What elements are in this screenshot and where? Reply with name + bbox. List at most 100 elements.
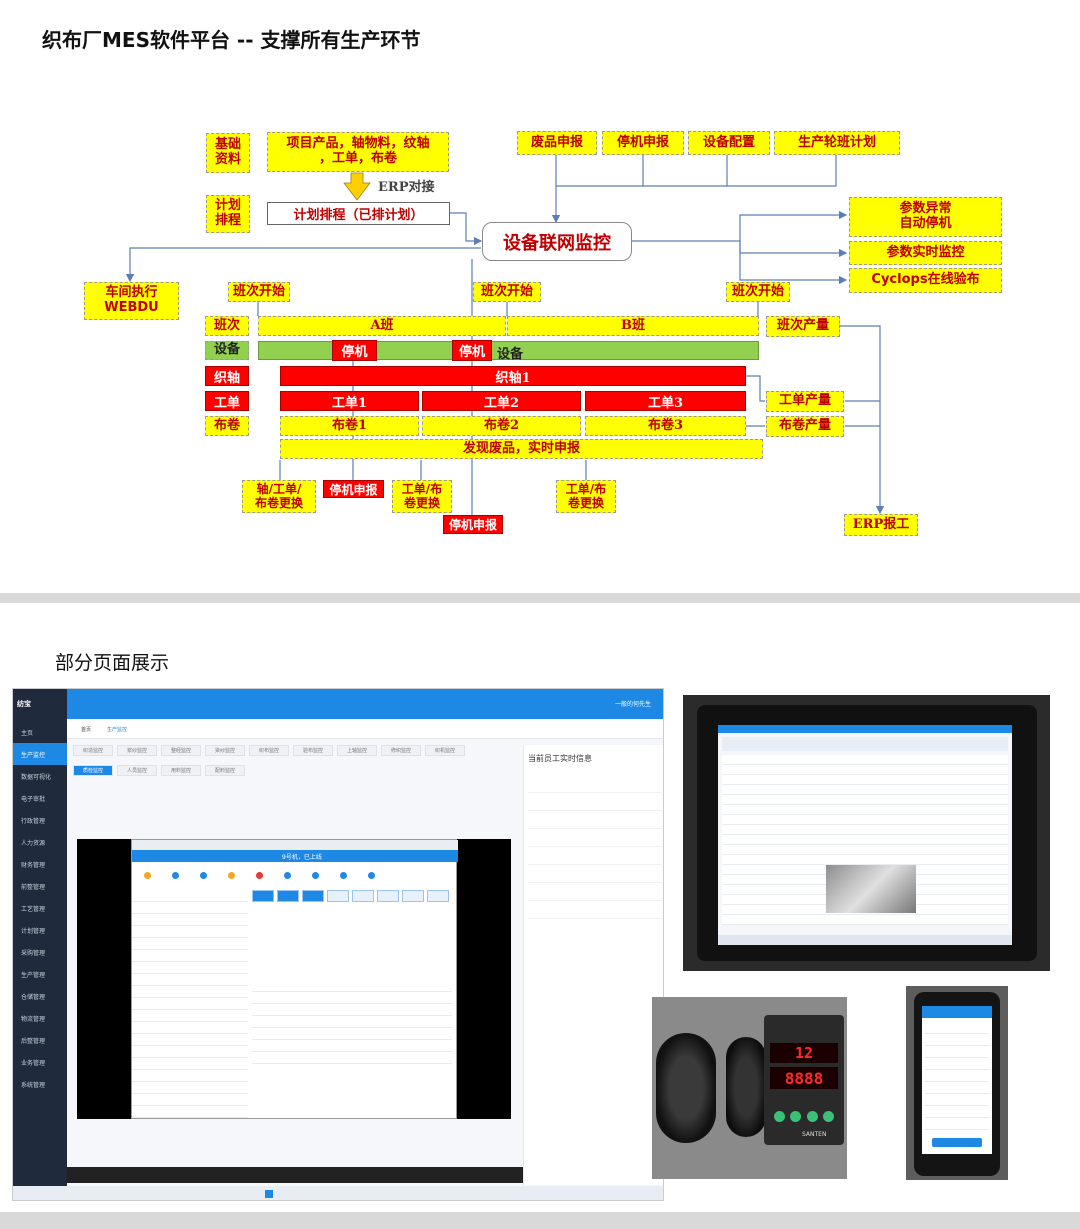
shift-plan-box: 生产轮班计划 <box>774 131 900 155</box>
counter-top-display: 12 <box>770 1043 838 1063</box>
cyclops-box: Cyclops在线验布 <box>849 268 1002 293</box>
work-order-1: 工单1 <box>280 391 419 411</box>
toolbar-status-icon[interactable] <box>368 872 375 879</box>
sidebar-item[interactable]: 数据可视化 <box>21 773 52 781</box>
shift-start-2: 班次开始 <box>473 282 541 302</box>
dialog-action-button[interactable] <box>302 890 324 902</box>
sub-tab[interactable]: 人员监控 <box>117 765 157 776</box>
sidebar-item[interactable]: 业务管理 <box>21 1059 46 1067</box>
sidebar-item[interactable]: 行政管理 <box>21 817 46 825</box>
toolbar-status-icon[interactable] <box>228 872 235 879</box>
dialog-action-button[interactable] <box>327 890 349 902</box>
erp-arrow-icon <box>343 172 371 201</box>
sub-tab[interactable]: 用料监控 <box>161 765 201 776</box>
erp-label: ERP对接 <box>378 180 435 195</box>
brand-logo: 纺宝 <box>17 700 31 708</box>
roll-3: 布卷3 <box>585 416 746 436</box>
shift-start-3: 班次开始 <box>726 282 790 302</box>
monitor-tab[interactable]: 验布监控 <box>293 745 333 756</box>
row-label-roll: 布卷 <box>205 416 249 436</box>
sidebar-item[interactable]: 前整管理 <box>21 883 46 891</box>
sidebar-item[interactable]: 后整管理 <box>21 1037 46 1045</box>
sidebar-item[interactable]: 主页 <box>21 729 34 737</box>
toolbar-status-icon[interactable] <box>144 872 151 879</box>
stop-report-box: 停机申报 <box>602 131 684 155</box>
phone-confirm-button[interactable] <box>932 1138 982 1147</box>
dialog-action-button[interactable] <box>277 890 299 902</box>
equipment-bar <box>258 341 759 360</box>
stop-marker-1: 停机 <box>332 340 377 361</box>
dialog-action-button[interactable] <box>427 890 449 902</box>
tab-home[interactable]: 首页 <box>81 727 92 733</box>
dialog-action-button[interactable] <box>252 890 274 902</box>
sidebar-item[interactable]: 仓储管理 <box>21 993 46 1001</box>
tablet-photo <box>683 695 1050 971</box>
toolbar-status-icon[interactable] <box>312 872 319 879</box>
sidebar-item[interactable]: 计划管理 <box>21 927 46 935</box>
sidebar-item[interactable]: 物流管理 <box>21 1015 46 1023</box>
monitor-tab[interactable]: 修织监控 <box>381 745 421 756</box>
stop-report-bottom-2: 停机申报 <box>443 515 503 534</box>
toolbar-status-icon[interactable] <box>172 872 179 879</box>
sidebar-item[interactable]: 生产监控 <box>13 743 67 765</box>
row-label-shift: 班次 <box>205 316 249 336</box>
row-label-beam: 织轴 <box>205 366 249 386</box>
dialog-toolbar <box>138 866 448 884</box>
windows-start-icon[interactable] <box>265 1190 273 1198</box>
sidebar-item[interactable]: 电子审批 <box>21 795 46 803</box>
plan-schedule-box: 计划 排程 <box>206 195 250 233</box>
order-change-box-2: 工单/布 卷更换 <box>556 480 616 513</box>
sidebar-item[interactable]: 系统管理 <box>21 1081 46 1089</box>
counter-bottom-display: 8888 <box>770 1067 838 1089</box>
sidebar-item[interactable]: 采购管理 <box>21 949 46 957</box>
sidebar-item[interactable]: 人力资源 <box>21 839 46 847</box>
tablet-screen <box>718 725 1012 945</box>
dialog-action-button[interactable] <box>377 890 399 902</box>
counter-brand: SANTEN <box>802 1131 827 1138</box>
monitor-tab[interactable]: 浆纱监控 <box>117 745 157 756</box>
plan-box: 计划排程（已排计划） <box>267 202 450 225</box>
stop-report-bottom-1: 停机申报 <box>323 480 384 498</box>
sidebar-item[interactable]: 生产管理 <box>21 971 46 979</box>
dialog-buttons <box>252 890 452 902</box>
roll-output-box: 布卷产量 <box>766 416 844 437</box>
sidebar-item[interactable]: 工艺管理 <box>21 905 46 913</box>
monitor-tab[interactable]: 染纱监控 <box>205 745 245 756</box>
param-realtime-box: 参数实时监控 <box>849 241 1002 265</box>
monitor-tab[interactable]: 织造监控 <box>73 745 113 756</box>
monitor-tab[interactable]: 上轴监控 <box>337 745 377 756</box>
work-order-2: 工单2 <box>422 391 581 411</box>
sidebar-item[interactable]: 财务管理 <box>21 861 46 869</box>
work-order-3: 工单3 <box>585 391 746 411</box>
equipment-running-label: 设备 <box>497 347 524 362</box>
section-divider <box>0 593 1080 603</box>
monitor-tab[interactable]: 织机监控 <box>425 745 465 756</box>
user-name[interactable]: 一般的何先生 <box>614 701 651 708</box>
shift-b-bar: B班 <box>507 316 759 336</box>
monitor-tab[interactable]: 织布监控 <box>249 745 289 756</box>
toolbar-status-icon[interactable] <box>284 872 291 879</box>
sub-tab[interactable]: 质检监控 <box>73 765 113 776</box>
phone-screen <box>922 1006 992 1154</box>
order-change-box-1: 工单/布 卷更换 <box>392 480 452 513</box>
erp-report-box: ERP报工 <box>844 514 918 536</box>
mes-sidebar: 纺宝 主页生产监控数据可视化电子审批行政管理人力资源财务管理前整管理工艺管理计划… <box>13 689 67 1200</box>
shift-output-box: 班次产量 <box>766 316 840 337</box>
scrap-report-box: 废品申报 <box>517 131 597 155</box>
sub-tab[interactable]: 配料监控 <box>205 765 245 776</box>
order-output-box: 工单产量 <box>766 391 844 412</box>
section-title: 部分页面展示 <box>55 652 170 674</box>
dialog-action-button[interactable] <box>352 890 374 902</box>
bottom-divider <box>0 1212 1080 1229</box>
toolbar-status-icon[interactable] <box>200 872 207 879</box>
scrap-realtime-bar: 发现废品，实时申报 <box>280 439 763 459</box>
toolbar-status-icon[interactable] <box>340 872 347 879</box>
page-tabs: 首页 生产监控 <box>67 719 663 739</box>
toolbar-status-icon[interactable] <box>256 872 263 879</box>
tab-production-monitor[interactable]: 生产监控 <box>107 727 128 733</box>
shift-a-bar: A班 <box>258 316 506 336</box>
dialog-action-button[interactable] <box>402 890 424 902</box>
monitor-tab[interactable]: 整经监控 <box>161 745 201 756</box>
employee-panel-title: 当前员工实时信息 <box>528 754 592 763</box>
equipment-config-box: 设备配置 <box>688 131 770 155</box>
